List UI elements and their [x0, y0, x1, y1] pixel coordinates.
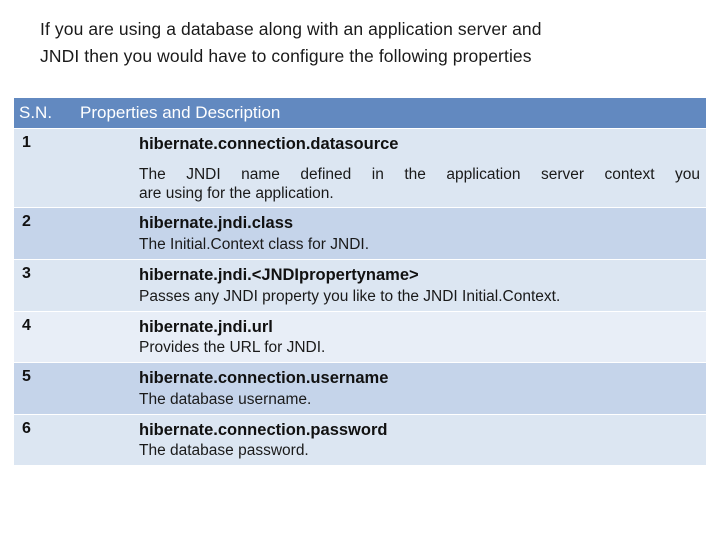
row-number: 3 [14, 259, 72, 311]
row-content: hibernate.jndi.class The Initial.Context… [72, 208, 706, 259]
row-content: hibernate.connection.username The databa… [72, 363, 706, 414]
row-number-spacer [14, 158, 72, 208]
row-separator [14, 258, 706, 260]
table-row-description: The JNDI name defined in the application… [14, 158, 706, 208]
property-description-line-1: The JNDI name defined in the application… [139, 165, 700, 183]
row-number: 2 [14, 208, 72, 259]
row-number: 4 [14, 311, 72, 363]
property-name: hibernate.connection.password [139, 420, 388, 439]
table-row: 6 hibernate.connection.password The data… [14, 414, 706, 466]
row-separator [14, 310, 706, 312]
row-content: The JNDI name defined in the application… [72, 158, 706, 208]
property-name: hibernate.connection.datasource [139, 135, 399, 153]
property-name: hibernate.jndi.url [139, 317, 273, 336]
property-description: The database username. [139, 390, 312, 408]
properties-table: S.N. Properties and Description 1 hibern… [14, 98, 706, 466]
property-name: hibernate.connection.username [139, 369, 389, 388]
property-description-line-2: are using for the application. [139, 184, 334, 202]
property-description: The JNDI name defined in the application… [80, 164, 706, 204]
row-separator [14, 413, 706, 415]
intro-line-2: JNDI then you would have to configure th… [40, 46, 532, 67]
table-header-row: S.N. Properties and Description [14, 98, 706, 128]
table-row: 4 hibernate.jndi.url Provides the URL fo… [14, 311, 706, 363]
property-name: hibernate.jndi.<JNDIpropertyname> [139, 265, 419, 284]
row-content: hibernate.jndi.<JNDIpropertyname> Passes… [72, 259, 706, 311]
row-number: 1 [14, 129, 72, 159]
property-description: Provides the URL for JNDI. [139, 339, 326, 357]
row-number: 6 [14, 414, 72, 466]
property-description: Passes any JNDI property you like to the… [139, 287, 561, 305]
table-row: 2 hibernate.jndi.class The Initial.Conte… [14, 208, 706, 259]
row-content: hibernate.connection.datasource [72, 129, 706, 159]
header-cell-description: Properties and Description [72, 98, 706, 128]
row-number: 5 [14, 363, 72, 414]
table-row: 1 hibernate.connection.datasource [14, 129, 706, 159]
header-cell-sn: S.N. [14, 98, 72, 128]
intro-line-1: If you are using a database along with a… [40, 19, 542, 39]
intro-paragraph: If you are using a database along with a… [40, 16, 685, 70]
row-separator [14, 207, 706, 209]
table-row: 5 hibernate.connection.username The data… [14, 363, 706, 414]
property-name: hibernate.jndi.class [139, 214, 294, 233]
property-description: The database password. [139, 442, 309, 460]
row-content: hibernate.connection.password The databa… [72, 414, 706, 466]
property-description: The Initial.Context class for JNDI. [139, 236, 369, 254]
table-row: 3 hibernate.jndi.<JNDIpropertyname> Pass… [14, 259, 706, 311]
row-separator [14, 362, 706, 364]
row-separator [14, 128, 706, 129]
properties-table-wrapper: S.N. Properties and Description 1 hibern… [14, 98, 706, 466]
row-content: hibernate.jndi.url Provides the URL for … [72, 311, 706, 363]
